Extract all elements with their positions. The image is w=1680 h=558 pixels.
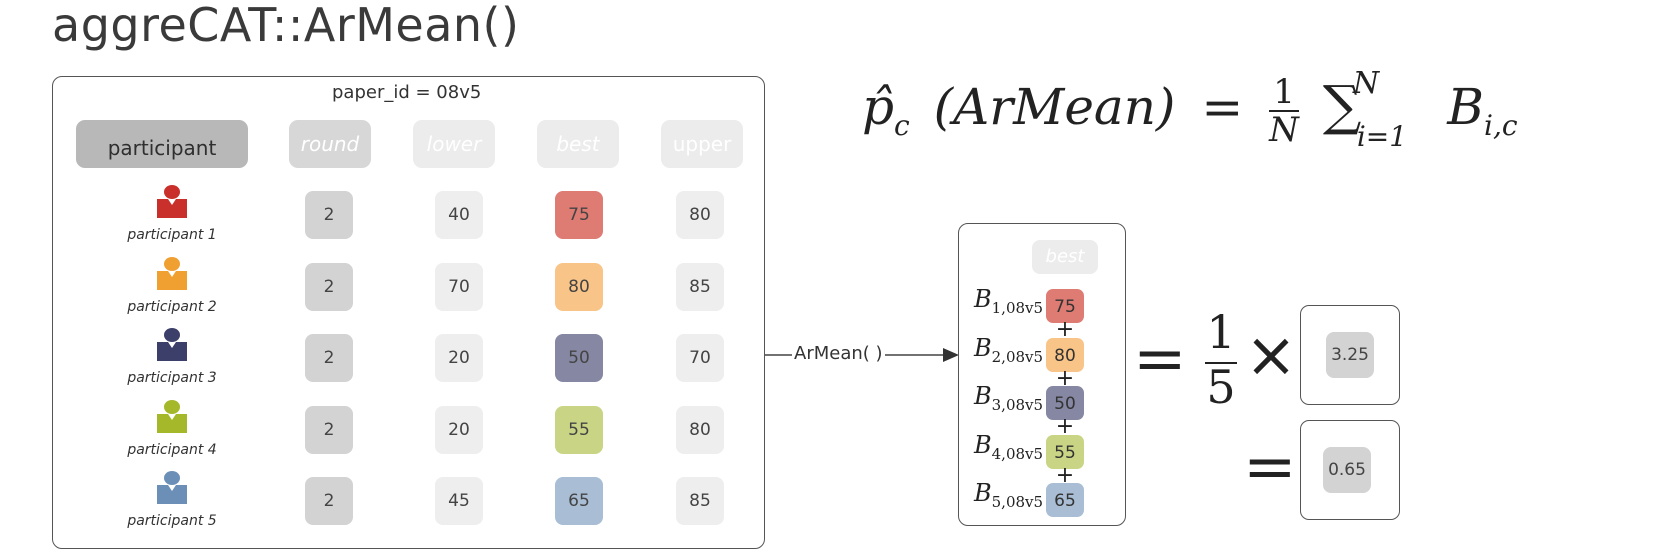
formula-lhs-sub: c: [894, 109, 910, 142]
plus-sign: +: [1055, 366, 1075, 391]
page-title: aggreCAT::ArMean(): [52, 0, 520, 52]
cell-upper: 80: [676, 406, 724, 454]
cell-lower: 70: [435, 263, 483, 311]
sum-term-value: 65: [1046, 483, 1084, 517]
participant-label: participant 3: [127, 370, 217, 386]
sum-value-box: [1300, 305, 1400, 405]
formula-term-sub: i,c: [1484, 109, 1518, 142]
cell-round: 2: [305, 191, 353, 239]
header-best: best: [537, 120, 619, 168]
cell-upper: 85: [676, 263, 724, 311]
cell-best: 80: [555, 263, 603, 311]
header-round: round: [289, 120, 371, 168]
plus-sign: +: [1055, 317, 1075, 342]
sum-term-label: B2,08v5: [974, 334, 1043, 366]
fraction-denominator: 5: [1206, 360, 1236, 414]
sum-term-subscript: 1,08v5: [991, 298, 1044, 317]
cell-lower: 20: [435, 334, 483, 382]
sum-term-value: 80: [1046, 338, 1084, 372]
formula-den: N: [1269, 110, 1299, 150]
participant-label: participant 2: [127, 299, 217, 315]
cell-lower: 20: [435, 406, 483, 454]
equals-sign-1: =: [1133, 322, 1187, 396]
header-lower: lower: [413, 120, 495, 168]
arrow-label: ArMean( ): [792, 343, 885, 364]
cell-round: 2: [305, 477, 353, 525]
formula-paren: (ArMean): [933, 78, 1176, 136]
formula-sum-top: N: [1352, 66, 1380, 101]
participant-icon: [157, 185, 187, 218]
sum-term-label: B4,08v5: [974, 431, 1043, 463]
fraction-numerator: 1: [1206, 305, 1236, 359]
sum-term-subscript: 3,08v5: [991, 395, 1044, 414]
armean-formula: p̂c (ArMean) = 1 N ∑ N i=1 Bi,c: [862, 66, 1518, 153]
participant-icon: [157, 257, 187, 290]
fraction-line: [1205, 362, 1237, 364]
plus-sign: +: [1055, 414, 1075, 439]
sum-term-symbol: B: [974, 479, 992, 507]
sum-term-value: 50: [1046, 386, 1084, 420]
equals-sign-2: =: [1243, 430, 1297, 504]
sum-term-label: B5,08v5: [974, 479, 1043, 511]
formula-sum: ∑: [1322, 74, 1362, 137]
best-sum-box: [958, 223, 1126, 526]
data-table-panel: [52, 76, 765, 549]
cell-round: 2: [305, 334, 353, 382]
sum-term-value: 55: [1046, 435, 1084, 469]
sum-term-symbol: B: [974, 431, 992, 459]
participant-label: participant 1: [127, 227, 217, 243]
participant-icon: [157, 471, 187, 504]
participant-icon: [157, 328, 187, 361]
participant-icon: [157, 400, 187, 433]
cell-best: 65: [555, 477, 603, 525]
sum-term-subscript: 2,08v5: [991, 347, 1044, 366]
times-sign: ×: [1245, 318, 1297, 391]
sum-term-label: B3,08v5: [974, 382, 1043, 414]
sum-term-symbol: B: [974, 334, 992, 362]
formula-sum-bottom: i=1: [1356, 120, 1408, 153]
sum-value: 3.25: [1326, 332, 1374, 378]
result-value: 0.65: [1323, 447, 1371, 493]
cell-upper: 80: [676, 191, 724, 239]
cell-best: 50: [555, 334, 603, 382]
cell-best: 75: [555, 191, 603, 239]
formula-lhs: p̂: [862, 78, 895, 136]
participant-label: participant 4: [127, 442, 217, 458]
formula-equals: =: [1201, 78, 1244, 136]
paper-id-label: paper_id = 08v5: [332, 82, 482, 103]
formula-num: 1: [1269, 74, 1299, 112]
cell-upper: 70: [676, 334, 724, 382]
result-box: [1300, 420, 1400, 520]
sum-term-value: 75: [1046, 289, 1084, 323]
cell-best: 55: [555, 406, 603, 454]
participant-label: participant 5: [127, 513, 217, 529]
cell-round: 2: [305, 263, 353, 311]
plus-sign: +: [1055, 463, 1075, 488]
sum-term-symbol: B: [974, 285, 992, 313]
sum-term-subscript: 4,08v5: [991, 444, 1044, 463]
sum-term-symbol: B: [974, 382, 992, 410]
cell-upper: 85: [676, 477, 724, 525]
sum-box-header: best: [1032, 240, 1098, 274]
cell-lower: 40: [435, 191, 483, 239]
header-participant: participant: [76, 120, 248, 168]
sum-term-label: B1,08v5: [974, 285, 1043, 317]
formula-term: B: [1447, 78, 1485, 136]
header-upper: upper: [661, 120, 743, 168]
sum-term-subscript: 5,08v5: [991, 492, 1044, 511]
cell-round: 2: [305, 406, 353, 454]
cell-lower: 45: [435, 477, 483, 525]
